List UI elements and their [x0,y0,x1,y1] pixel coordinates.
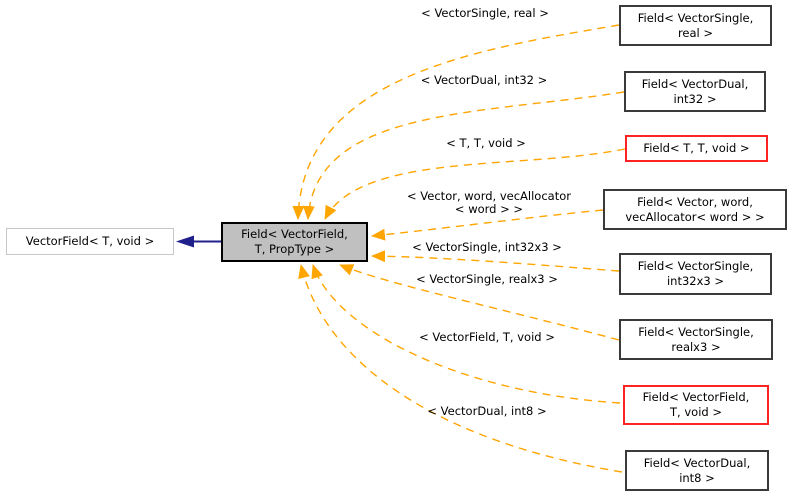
node-vectorfield-t-void[interactable]: VectorField< T, void > [6,228,174,255]
edge-label-t-t-void: < T, T, void > [446,136,526,150]
template-edge-vectordual-int32 [302,91,625,220]
node-label-line2: vecAllocator< word > > [625,209,765,224]
node-label-line1: Field< VectorSingle, [637,259,754,273]
node-field-vector-word-vecallocator[interactable]: Field< Vector, word, vecAllocator< word … [603,189,787,230]
node-field-vectorsingle-realx3[interactable]: Field< VectorSingle, realx3 > [619,319,773,360]
node-label-line1: Field< VectorSingle, [637,10,754,25]
node-label-line2: T, void > [670,405,722,419]
node-field-vectorfield-t-void[interactable]: Field< VectorField, T, void > [623,385,769,425]
node-label-line1: Field< VectorDual, [641,76,749,91]
node-label-line2: int8 > [679,470,715,485]
inheritance-edge [176,235,221,248]
template-edge-vectorsingle-real [292,24,620,220]
edge-label-vector-word-vecallocator: < Vector, word, vecAllocator < word > > [407,190,571,216]
node-label-line1: Field< VectorDual, [643,455,751,470]
edge-label-line1: < Vector, word, vecAllocator [407,189,571,203]
edge-label-line2: < word > > [454,202,524,216]
template-edge-vectordual-int8 [298,264,623,473]
edge-label-vectorsingle-realx3: < VectorSingle, realx3 > [416,272,558,286]
edge-label-vectordual-int8: < VectorDual, int8 > [427,404,547,418]
node-label-line2: T, PropType > [254,242,335,256]
edge-label-vectorsingle-real: < VectorSingle, real > [421,6,549,20]
node-label-line1: Field< Vector, word, [637,194,753,209]
node-field-vectordual-int32[interactable]: Field< VectorDual, int32 > [624,71,766,112]
node-label-line2: int32 > [673,91,717,106]
node-label-line2: real > [677,25,714,40]
node-label: VectorField< T, void > [25,234,155,248]
template-edge-vectorsingle-int32x3 [371,250,620,272]
template-edge-vectorfield-t-void [311,264,621,404]
node-label-line2: int32x3 > [666,274,725,288]
inheritance-arrowhead [176,235,194,248]
template-edge-t-t-void [324,148,626,220]
node-label-line1: Field< VectorField, [642,390,750,404]
node-field-vectorfield-t-proptype[interactable]: Field< VectorField, T, PropType > [221,222,368,262]
edge-label-vectorfield-t-void: < VectorField, T, void > [419,330,555,344]
node-label: Field< T, T, void > [643,141,750,155]
node-label-line2: realx3 > [671,339,721,354]
template-edge-vectorsingle-realx3 [339,264,620,341]
node-field-vectorsingle-int32x3[interactable]: Field< VectorSingle, int32x3 > [619,253,772,295]
node-field-t-t-void[interactable]: Field< T, T, void > [625,135,768,162]
node-field-vectordual-int8[interactable]: Field< VectorDual, int8 > [625,450,769,491]
node-label-line1: Field< VectorSingle, [638,324,754,339]
edge-label-vectordual-int32: < VectorDual, int32 > [420,73,548,87]
edge-label-vectorsingle-int32x3: < VectorSingle, int32x3 > [412,240,562,254]
node-field-vectorsingle-real[interactable]: Field< VectorSingle, real > [619,5,772,46]
node-label-line1: Field< VectorField, [241,227,348,241]
template-edge-vector-word [371,209,604,241]
